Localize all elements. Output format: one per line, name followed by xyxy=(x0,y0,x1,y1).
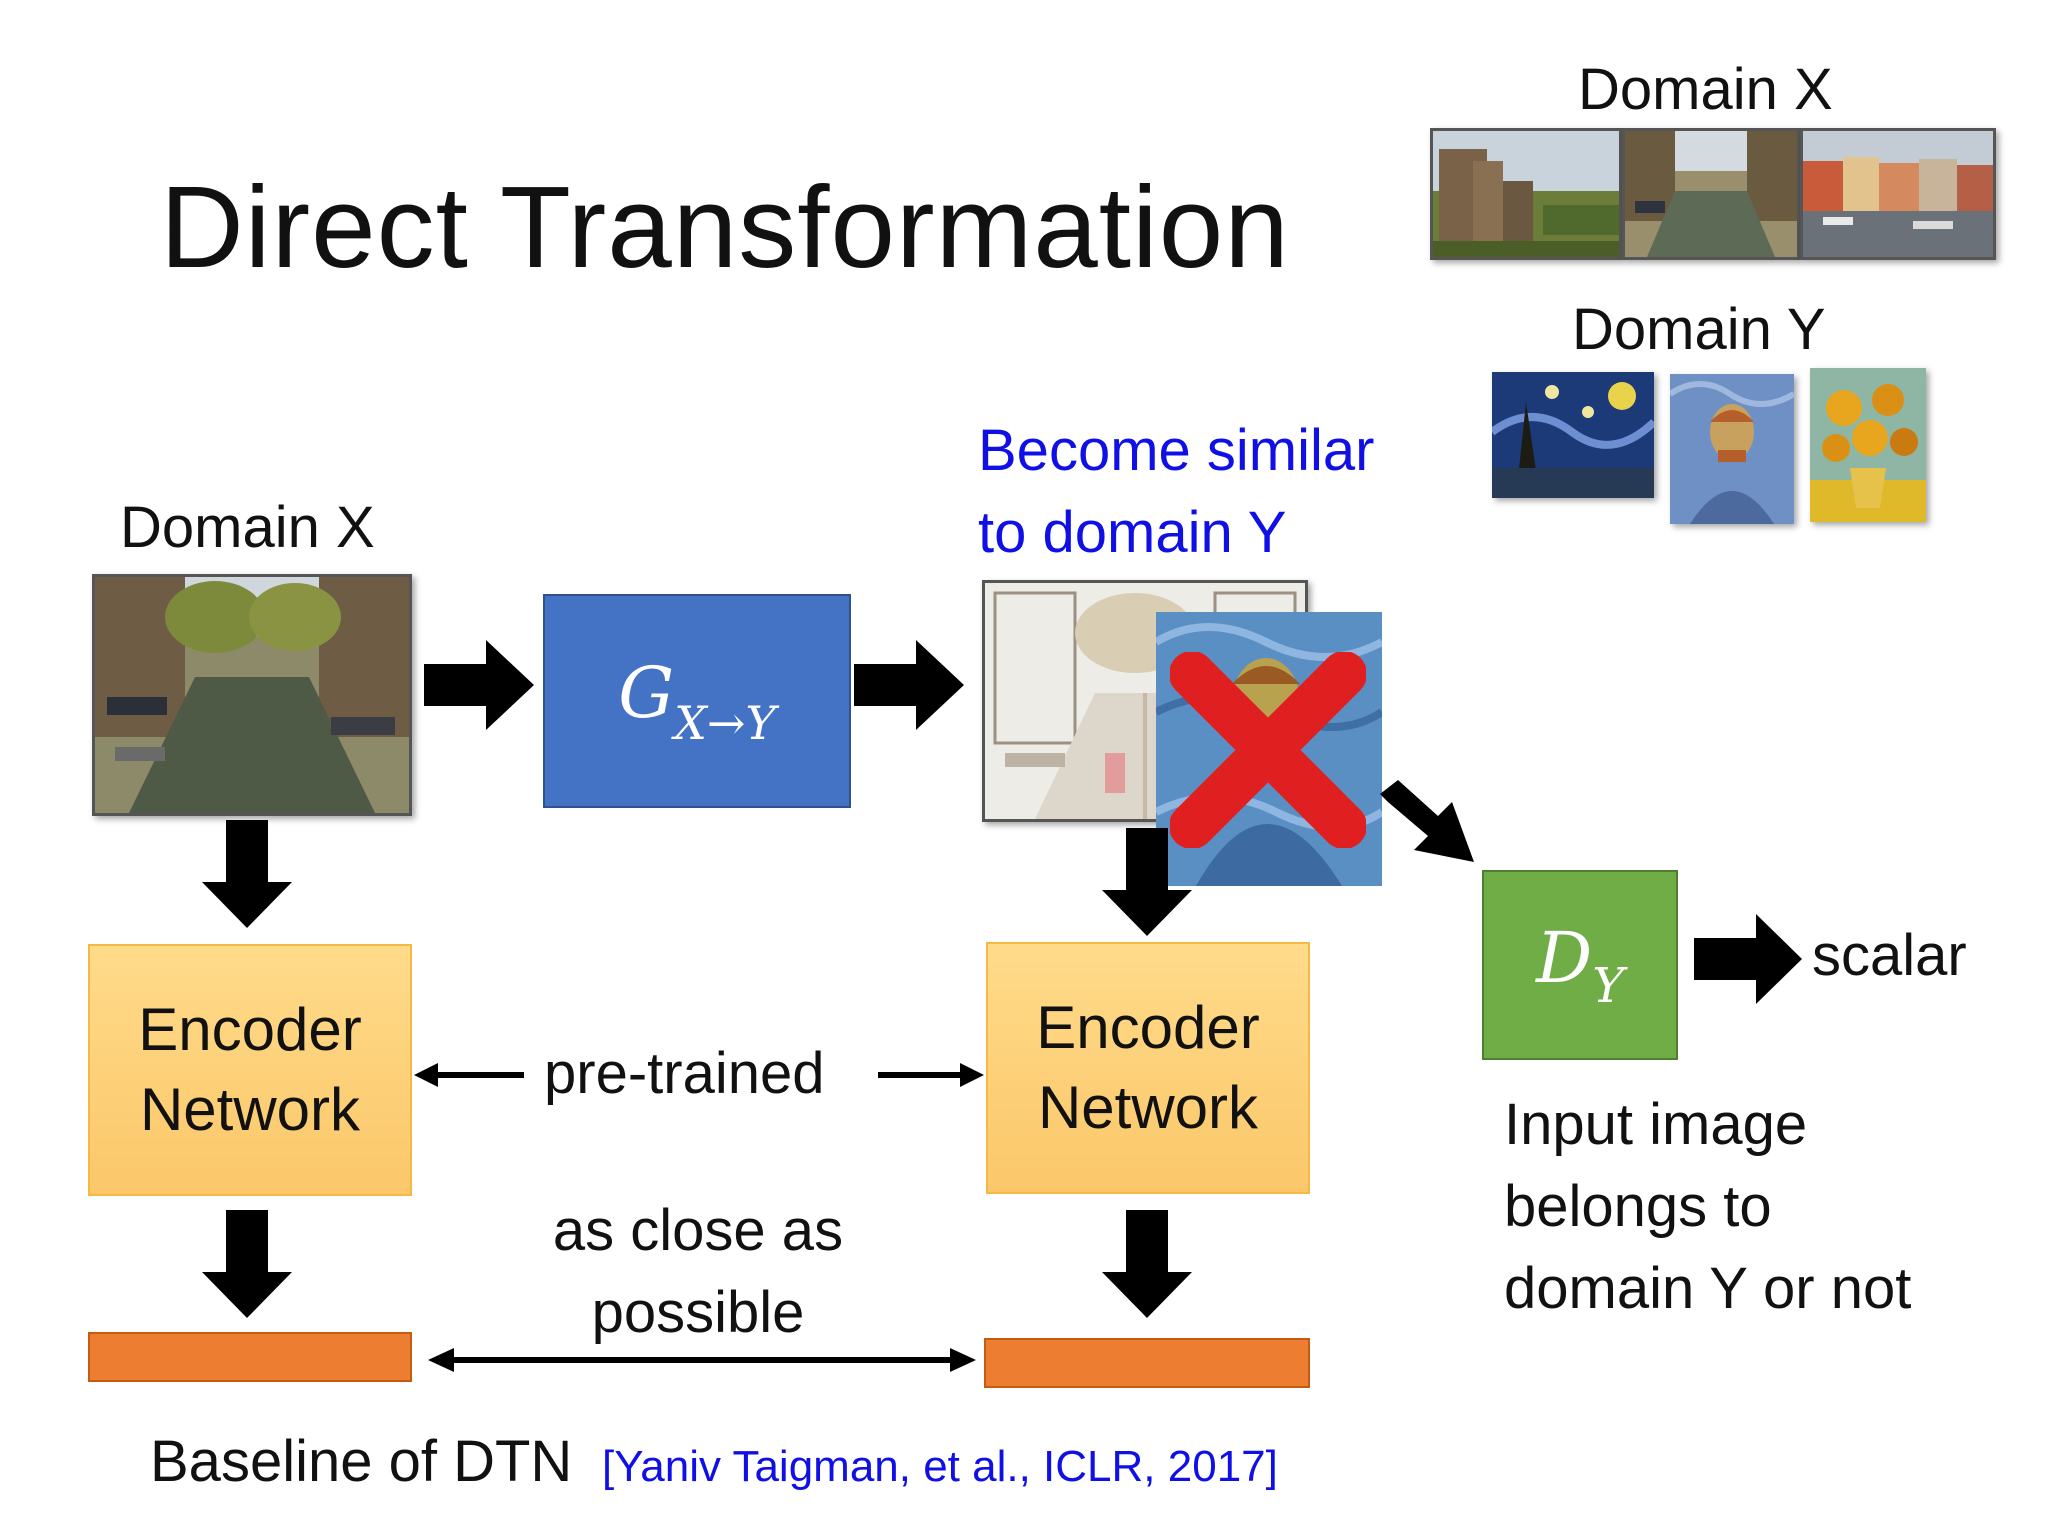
generator-label: GX→Y xyxy=(618,652,776,750)
arrow-input-to-generator xyxy=(424,640,534,730)
encoder-left-label: Encoder Network xyxy=(138,996,362,1143)
encoder-right-box: Encoder Network xyxy=(986,942,1310,1194)
domain-y-image-starry-night xyxy=(1492,372,1654,498)
input-domain-x-label: Domain X xyxy=(120,495,375,560)
arrow-down-left-top xyxy=(202,820,292,928)
discriminator-label: DY xyxy=(1536,916,1624,1014)
code-bar-left xyxy=(88,1332,412,1382)
arrow-as-close-double xyxy=(428,1348,976,1372)
as-close-label: as close as possible xyxy=(552,1198,844,1345)
become-similar-label: Become similar to domain Y xyxy=(978,418,1375,565)
arrow-down-left-bottom xyxy=(202,1210,292,1318)
discriminator-description: Input image belongs to domain Y or not xyxy=(1504,1092,1912,1321)
input-canal-image xyxy=(92,574,412,816)
domain-x-image-harbor xyxy=(1800,128,1996,260)
domain-y-heading: Domain Y xyxy=(1572,297,1826,362)
arrow-output-to-discriminator xyxy=(1380,780,1474,862)
arrow-pretrained-right xyxy=(878,1063,984,1087)
red-cross-icon xyxy=(1170,652,1366,848)
arrow-down-right-top xyxy=(1102,828,1192,936)
domain-y-image-sunflowers xyxy=(1810,368,1926,522)
encoder-right-label: Encoder Network xyxy=(1036,994,1260,1141)
arrow-generator-to-output xyxy=(854,640,964,730)
domain-y-image-portrait xyxy=(1670,374,1794,524)
domain-x-heading: Domain X xyxy=(1578,57,1833,122)
arrow-down-right-bottom xyxy=(1102,1210,1192,1318)
slide-title: Direct Transformation xyxy=(160,162,1290,292)
rejected-painting xyxy=(1156,612,1382,886)
scalar-label: scalar xyxy=(1812,923,1967,988)
discriminator-box: DY xyxy=(1482,870,1678,1060)
baseline-label: Baseline of DTN xyxy=(150,1429,573,1494)
pretrained-label: pre-trained xyxy=(544,1041,825,1106)
encoder-left-box: Encoder Network xyxy=(88,944,412,1196)
arrow-pretrained-left xyxy=(414,1063,524,1087)
generator-box: GX→Y xyxy=(543,594,851,808)
code-bar-right xyxy=(984,1338,1310,1388)
citation-label: [Yaniv Taigman, et al., ICLR, 2017] xyxy=(602,1442,1278,1491)
arrow-discriminator-to-scalar xyxy=(1694,914,1802,1004)
domain-x-image-castle xyxy=(1430,128,1622,260)
domain-x-image-canal xyxy=(1622,128,1800,260)
